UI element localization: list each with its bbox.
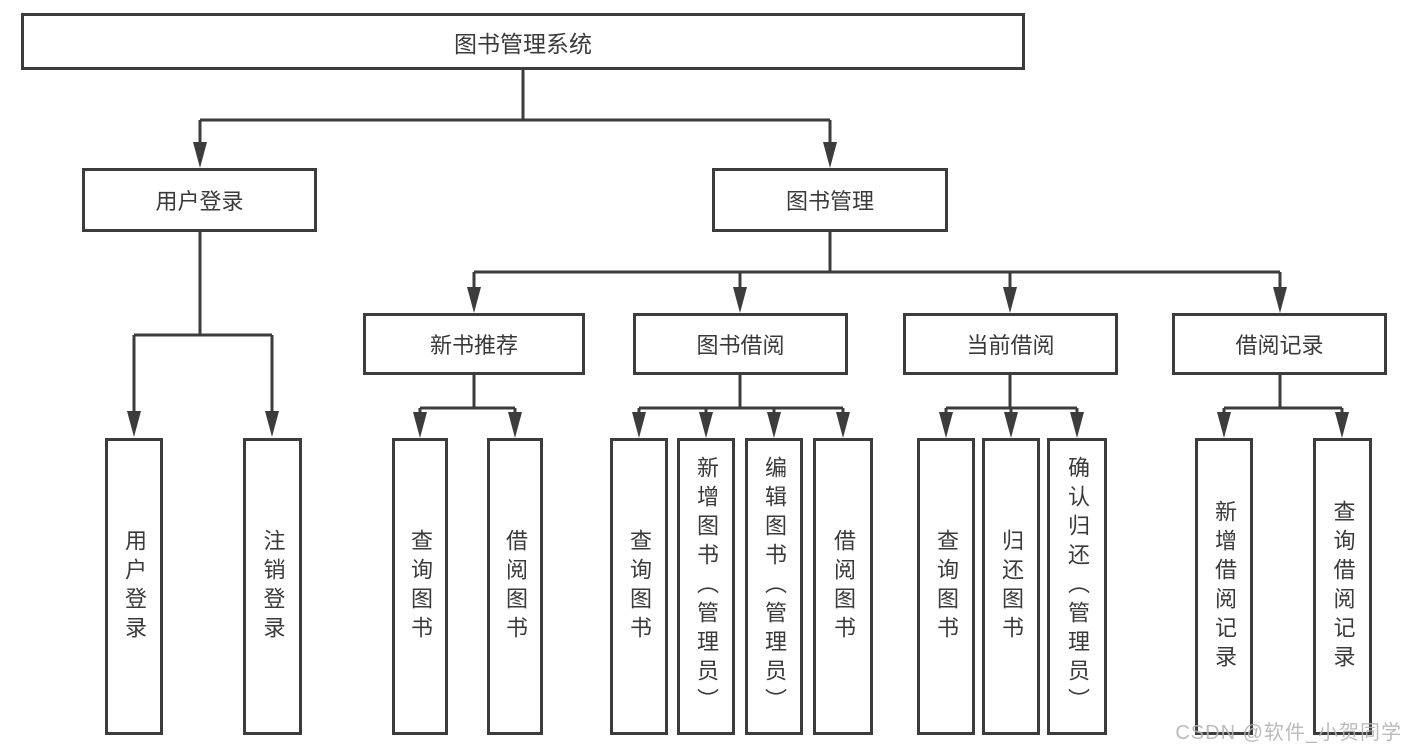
leaf-label: 用户登录: [122, 528, 147, 645]
connector-book-borrowing-to-leaves: [632, 375, 850, 438]
leaf-borrow-books-recommend: 借阅图书: [487, 438, 543, 735]
connector-new-book-to-leaves: [413, 375, 522, 438]
node-label: 图书借阅: [696, 333, 785, 358]
node-new-book-recommend: 新书推荐: [363, 313, 585, 375]
node-current-borrowing: 当前借阅: [903, 313, 1118, 375]
leaf-label: 查询借阅记录: [1330, 499, 1356, 674]
csdn-watermark: CSDN @软件_小贺同学: [1175, 722, 1402, 744]
node-label: 新书推荐: [429, 333, 518, 358]
node-label: 图书管理系统: [454, 30, 592, 57]
leaf-label: 编辑图书（管理员）: [762, 456, 787, 717]
node-label: 用户登录: [155, 189, 244, 214]
leaf-query-borrow-record: 查询借阅记录: [1313, 438, 1372, 735]
leaf-label: 新增借阅记录: [1212, 499, 1237, 674]
connector-root-to-level2: [193, 70, 837, 168]
node-book-management: 图书管理: [712, 168, 948, 232]
leaf-query-books-recommend: 查询图书: [392, 438, 448, 735]
node-user-login: 用户登录: [82, 168, 317, 232]
connector-book-management-to-level3: [467, 232, 1287, 313]
leaf-label: 确认归还（管理员）: [1065, 456, 1090, 717]
node-label: 图书管理: [785, 189, 874, 214]
leaf-edit-books-admin: 编辑图书（管理员）: [745, 438, 803, 735]
leaf-query-books-borrowing: 查询图书: [610, 438, 668, 735]
connector-user-login-to-leaves: [127, 232, 279, 437]
leaf-label: 归还图书: [999, 528, 1024, 645]
leaf-borrow-books: 借阅图书: [813, 438, 873, 735]
node-library-management-system: 图书管理系统: [21, 13, 1025, 70]
leaf-user-login: 用户登录: [105, 438, 163, 735]
leaf-label: 注销登录: [260, 528, 286, 645]
leaf-label: 新增图书（管理员）: [694, 456, 719, 717]
leaf-logout: 注销登录: [243, 438, 302, 735]
connector-borrowing-records-to-leaves: [1217, 375, 1349, 438]
leaf-label: 借阅图书: [831, 528, 856, 645]
leaf-label: 查询图书: [408, 528, 433, 645]
leaf-add-books-admin: 新增图书（管理员）: [677, 438, 735, 735]
leaf-label: 借阅图书: [503, 528, 528, 645]
leaf-query-books-current: 查询图书: [917, 438, 975, 735]
node-label: 当前借阅: [966, 333, 1055, 358]
node-book-borrowing: 图书借阅: [633, 313, 848, 375]
node-borrowing-records: 借阅记录: [1172, 313, 1387, 375]
connector-current-borrowing-to-leaves: [939, 375, 1084, 438]
leaf-label: 查询图书: [627, 528, 652, 645]
leaf-label: 查询图书: [934, 528, 959, 645]
leaf-return-books: 归还图书: [982, 438, 1040, 735]
leaf-add-borrow-record: 新增借阅记录: [1195, 438, 1253, 735]
node-label: 借阅记录: [1235, 333, 1324, 358]
leaf-confirm-return-admin: 确认归还（管理员）: [1047, 438, 1107, 735]
